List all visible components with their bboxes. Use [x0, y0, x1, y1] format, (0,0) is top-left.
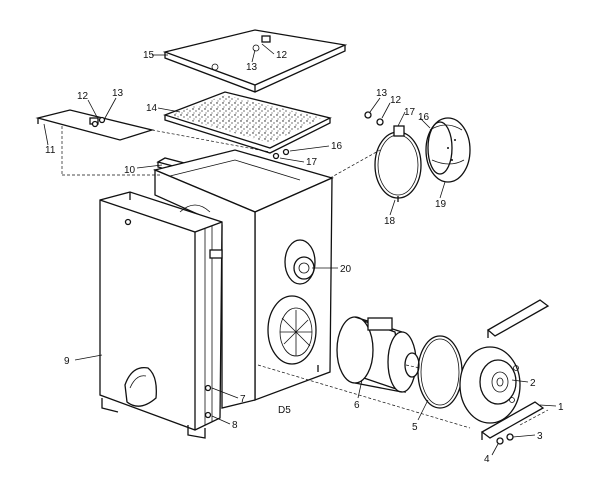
label-6: 6	[354, 400, 360, 411]
label-1: 1	[558, 402, 564, 413]
main-cabinet-part	[99, 149, 334, 439]
flue-cap-part	[425, 117, 471, 183]
label-10: 10	[124, 165, 136, 176]
ring-gasket-part	[417, 335, 463, 409]
label-12-left: 12	[77, 91, 89, 102]
label-16-right: 16	[418, 112, 430, 123]
label-16-left: 16	[331, 141, 343, 152]
label-8: 8	[232, 420, 238, 431]
label-13-left: 13	[112, 88, 124, 99]
label-19: 19	[435, 199, 447, 210]
label-2: 2	[530, 378, 536, 389]
label-3: 3	[537, 431, 543, 442]
top-cover-part	[162, 29, 348, 93]
label-17-left: 17	[306, 157, 318, 168]
collar-part	[374, 125, 422, 202]
model-code-label: D5	[278, 405, 291, 416]
label-5: 5	[412, 422, 418, 433]
fan-plate-part	[459, 346, 521, 424]
label-18: 18	[384, 216, 396, 227]
label-4: 4	[484, 454, 490, 465]
label-14: 14	[146, 103, 158, 114]
assembly-guide-lines	[61, 126, 549, 429]
fan-housing-part	[336, 316, 420, 393]
label-13-top: 13	[246, 62, 258, 73]
label-7: 7	[240, 394, 246, 405]
label-17-right: 17	[404, 107, 416, 118]
label-20: 20	[340, 264, 352, 275]
part-labels: 15 12 13 14 12 13 11 10 16 17 13 12 17 1…	[45, 50, 564, 465]
mounting-rails-part	[480, 299, 550, 440]
label-13-right: 13	[376, 88, 388, 99]
label-12-right: 12	[390, 95, 402, 106]
label-15: 15	[143, 50, 155, 61]
label-9: 9	[64, 356, 70, 367]
label-11: 11	[45, 145, 56, 156]
leader-lines	[43, 43, 557, 456]
filter-pad-part	[163, 91, 332, 154]
fastener-hardware	[91, 111, 514, 445]
label-12-top: 12	[276, 50, 288, 61]
